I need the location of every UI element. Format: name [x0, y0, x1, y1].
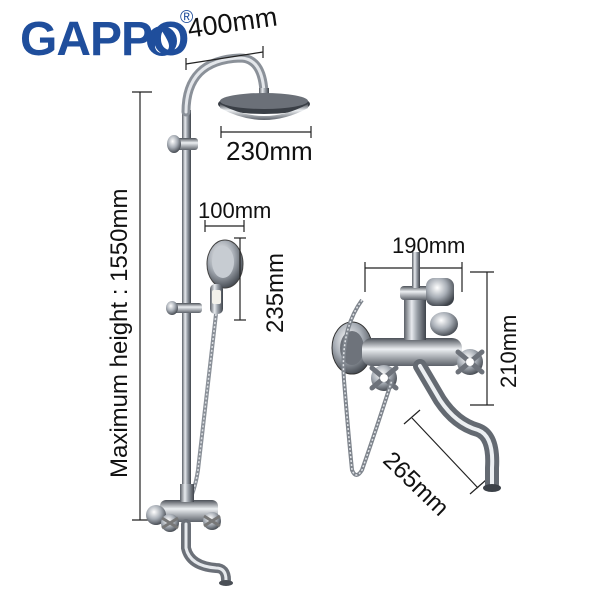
hand-shower-icon: [206, 239, 244, 314]
dim-hand-width-label: 100mm: [198, 198, 272, 223]
dim-mixer-height-label: 210mm: [496, 314, 521, 388]
shower-system: [132, 46, 312, 586]
handle-left-detail-icon: [369, 365, 399, 391]
handle-right-icon: [203, 512, 221, 530]
handle-right-detail-icon: [455, 349, 485, 375]
dim-head-diameter-label: 230mm: [226, 136, 313, 166]
brand-logo: GAPPO: [20, 13, 189, 66]
trademark-symbol: ®: [180, 7, 194, 27]
diverter-knob-icon: [430, 312, 458, 336]
dim-mixer-width-label: 190mm: [392, 233, 466, 258]
dim-max-height-label: Maximum height : 1550mm: [106, 188, 133, 478]
mixer-detail: [331, 252, 501, 495]
handle-left-icon: [161, 514, 179, 532]
dim-hand-length-label: 235mm: [262, 252, 289, 333]
logo-drop-icon: [147, 26, 177, 56]
